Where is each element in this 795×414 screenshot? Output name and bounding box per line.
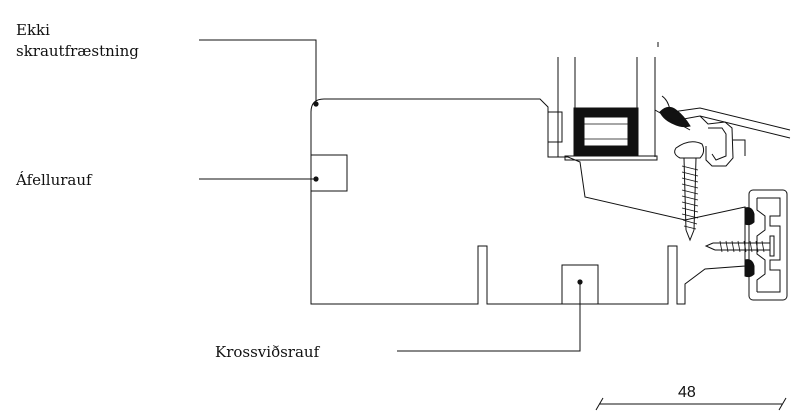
dimension-line <box>595 397 787 411</box>
leader-ekki <box>199 39 317 104</box>
leader-dot-ekki <box>313 101 319 107</box>
leader-lines <box>199 39 583 352</box>
seal-clip <box>654 95 791 167</box>
leader-dot-krossvidsrauf <box>577 279 583 285</box>
horizontal-screw <box>704 235 775 257</box>
label-afellurauf: Áfellurauf <box>16 171 92 189</box>
dimension-value: 48 <box>678 384 696 401</box>
side-groove <box>310 154 348 192</box>
bottom-groove <box>561 264 599 305</box>
label-skrautfraestning: skrautfræstning <box>16 42 139 60</box>
bead-frame <box>744 189 788 301</box>
leader-dot-afellurauf <box>313 176 319 182</box>
gasket <box>564 107 658 161</box>
label-ekki: Ekki <box>16 21 50 39</box>
label-krossvidsrauf: Krossviðsrauf <box>215 343 320 361</box>
leader-krossvidsrauf <box>397 282 581 352</box>
glass-uprights <box>547 42 659 157</box>
vertical-screw <box>674 141 705 242</box>
main-profile <box>310 98 746 305</box>
